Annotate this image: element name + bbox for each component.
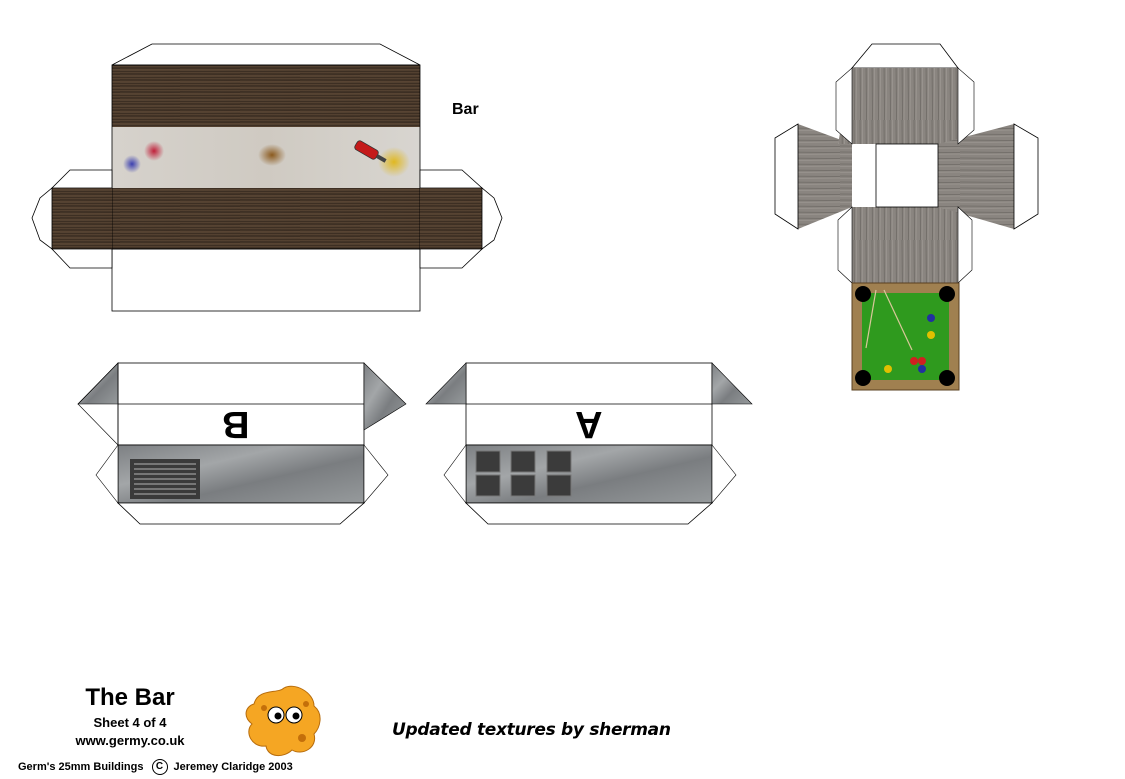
- bar-bottom-flap: [111, 248, 421, 312]
- bar-left-end: [52, 188, 112, 249]
- pool-table-piece: [774, 43, 1039, 391]
- author-name: Jeremey Claridge 2003: [173, 760, 293, 773]
- bar-top-tab: [111, 43, 421, 66]
- wall-b-letter-wrap: B: [222, 402, 249, 445]
- texture-credit: Updated textures by sherman: [392, 720, 671, 740]
- website-link[interactable]: www.germy.co.uk: [75, 733, 185, 748]
- bar-piece-label: Bar: [452, 101, 479, 118]
- footer-line: Germ's 25mm Buildings C Jeremey Claridge 2…: [18, 759, 293, 775]
- cross-center-hole: [875, 143, 939, 208]
- wall-a-letter-wrap: A: [575, 402, 602, 445]
- wall-a-piece: [425, 362, 753, 525]
- germ-mascot-icon: [245, 685, 321, 756]
- bar-top-wood: [112, 65, 420, 127]
- sheet-title: The Bar: [85, 684, 175, 711]
- wall-b-letter: B: [222, 403, 250, 445]
- wall-a-letter: A: [575, 403, 603, 445]
- wall-b-piece: [77, 362, 407, 525]
- pool-ball-icon: [927, 314, 935, 322]
- series-name: Germ's 25mm Buildings: [18, 760, 144, 773]
- bottle-icon: [354, 140, 387, 163]
- wall-a-metal: [465, 444, 713, 504]
- sheet-number: Sheet 4 of 4: [93, 715, 167, 730]
- bar-counter-piece: [31, 43, 503, 312]
- bar-front-wood: [112, 188, 420, 249]
- bar-right-end: [420, 188, 482, 249]
- copyright-icon: C: [151, 759, 168, 775]
